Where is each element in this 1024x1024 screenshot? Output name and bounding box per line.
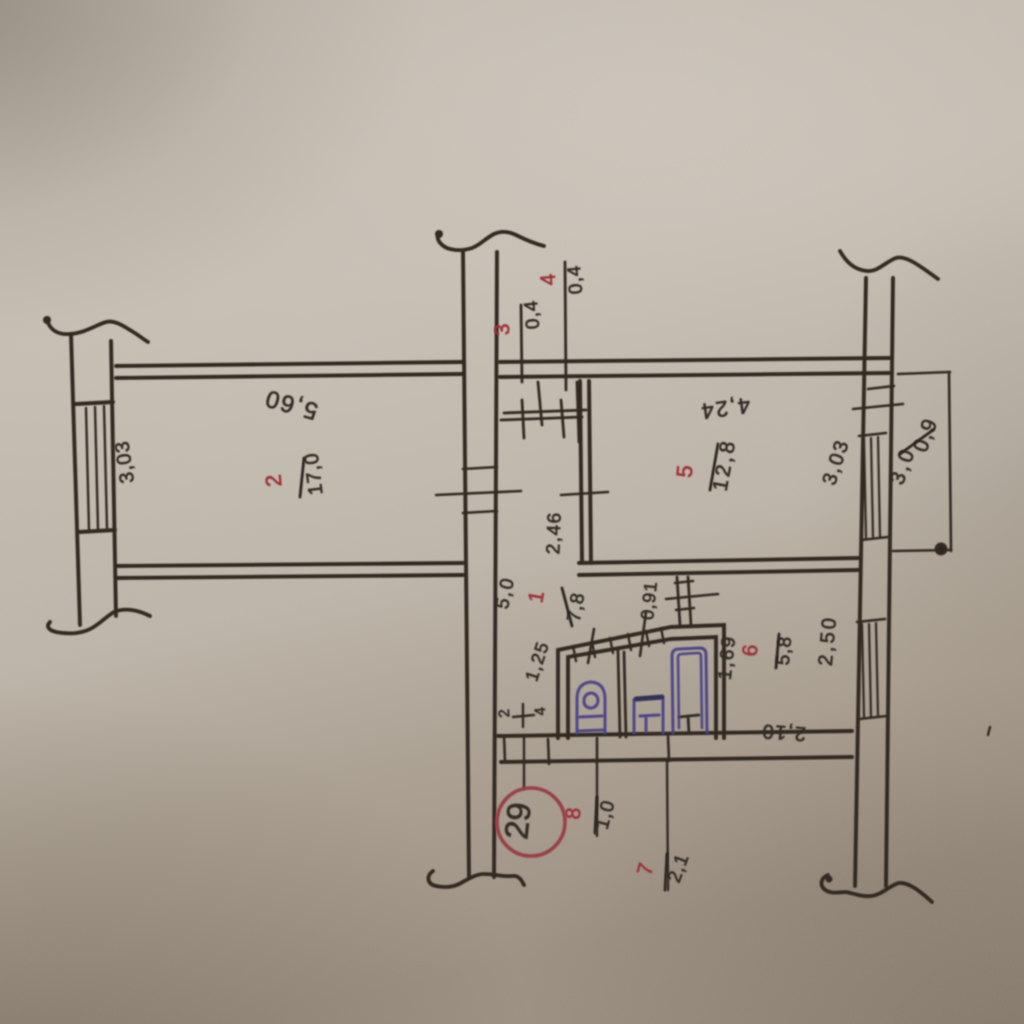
svg-text:4: 4 bbox=[532, 706, 550, 716]
svg-text:6: 6 bbox=[739, 644, 763, 658]
svg-text:4: 4 bbox=[537, 272, 561, 286]
svg-text:2: 2 bbox=[261, 473, 287, 487]
svg-text:2,50: 2,50 bbox=[815, 614, 841, 667]
svg-text:29: 29 bbox=[497, 801, 538, 841]
svg-text:4,24: 4,24 bbox=[698, 393, 752, 425]
svg-text:1,69: 1,69 bbox=[715, 634, 741, 681]
svg-text:0,91: 0,91 bbox=[637, 580, 661, 621]
svg-text:2,46: 2,46 bbox=[543, 511, 565, 555]
svg-text:7: 7 bbox=[633, 861, 658, 878]
svg-text:0,4: 0,4 bbox=[521, 299, 544, 330]
svg-text:3: 3 bbox=[491, 323, 515, 337]
svg-text:2: 2 bbox=[496, 708, 514, 718]
svg-text:2,10: 2,10 bbox=[760, 719, 806, 744]
svg-text:8: 8 bbox=[562, 807, 586, 821]
svg-text:1: 1 bbox=[524, 589, 549, 605]
svg-text:5: 5 bbox=[672, 464, 698, 478]
svg-text:0,4: 0,4 bbox=[564, 264, 587, 295]
